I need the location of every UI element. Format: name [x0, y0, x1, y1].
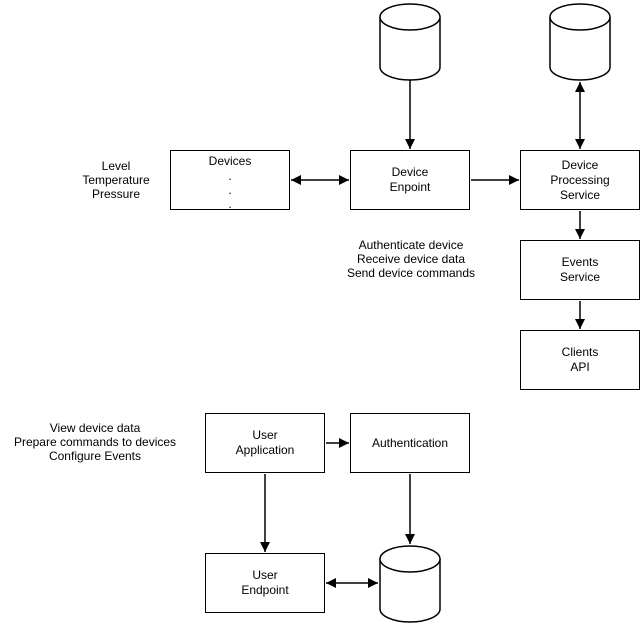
node-device-processing-service: Device Processing Service [520, 150, 640, 210]
cylinder-shape [379, 545, 441, 623]
node-devices-label: Devices [208, 154, 252, 168]
node-device-endpoint-label: Device Enpoint [389, 165, 431, 194]
annotation-endpoint-functions: Authenticate device Receive device data … [346, 238, 476, 280]
database-cylinder-device-data [379, 3, 441, 81]
node-devices: Devices . . . [170, 150, 290, 211]
annotation-user-functions: View device data Prepare commands to dev… [13, 421, 177, 463]
vertical-ellipsis: . . . [228, 169, 232, 211]
node-user-endpoint-label: User Endpoint [241, 568, 289, 597]
node-authentication: Authentication [350, 413, 470, 473]
database-cylinder-processing-data [549, 3, 611, 81]
database-cylinder-user-data [379, 545, 441, 623]
node-device-processing-label: Device Processing Service [550, 157, 610, 202]
node-events-service-label: Events Service [559, 255, 600, 284]
annotation-sensor-list: Level Temperature Pressure [82, 159, 150, 201]
node-user-application-label: User Application [235, 428, 295, 457]
cylinder-shape [379, 3, 441, 81]
node-clients-api-label: Clients API [561, 345, 599, 374]
node-user-application: User Application [205, 413, 325, 473]
node-clients-api: Clients API [520, 330, 640, 390]
node-user-endpoint: User Endpoint [205, 553, 325, 613]
node-authentication-label: Authentication [371, 435, 449, 450]
node-events-service: Events Service [520, 240, 640, 300]
cylinder-shape [549, 3, 611, 81]
node-device-endpoint: Device Enpoint [350, 150, 470, 210]
